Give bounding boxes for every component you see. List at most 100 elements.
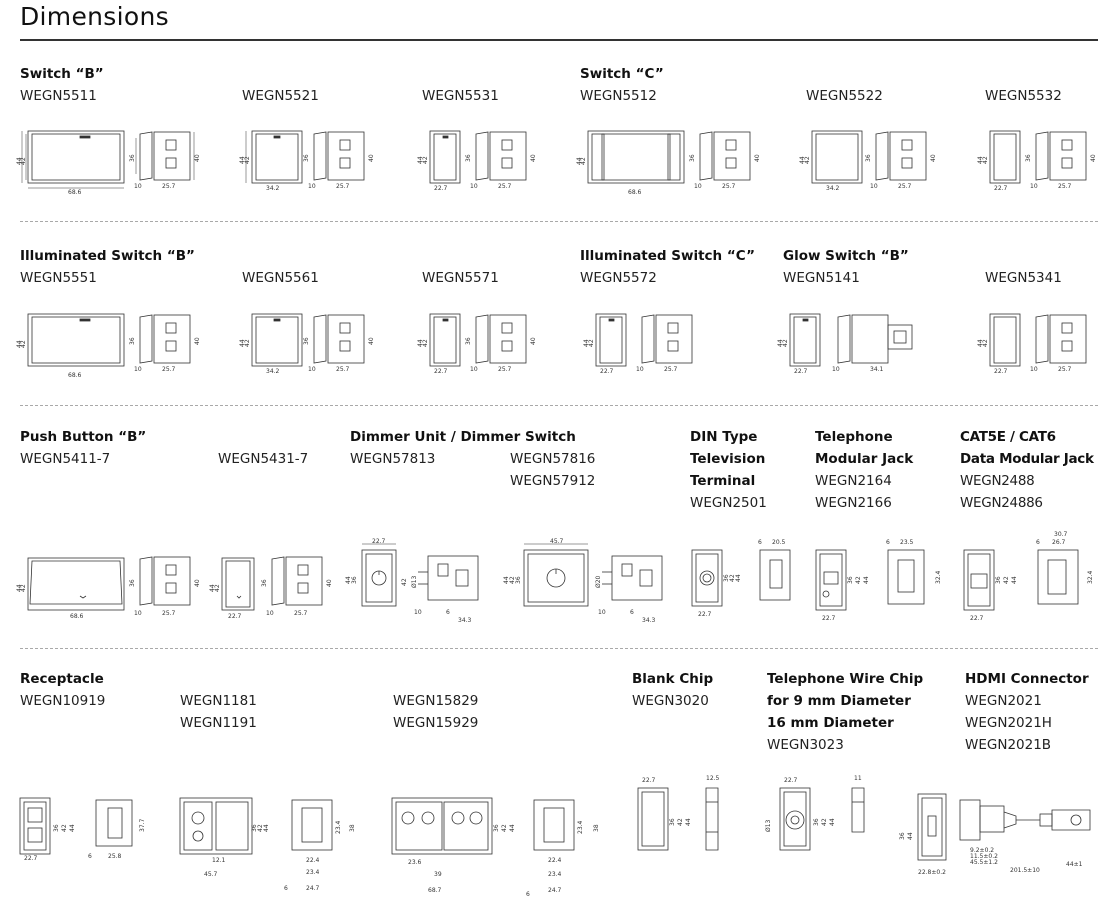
front-view-drawing: 45.7 44 42 36 [502,538,598,614]
product-label-cat: CAT5E / CAT6 Data Modular Jack WEGN2488 … [960,426,1094,514]
dim-label: 44 [977,156,984,164]
product-code: WEGN5572 [580,270,657,286]
dim-label: 23.4 [306,869,320,876]
product-heading: Switch “B” [20,66,104,82]
dim-label: 10 [266,610,274,617]
dim-label: 36 [813,818,820,826]
dim-label: 10 [414,609,422,616]
dim-label: 42 [61,824,68,832]
dim-label: 25.7 [898,183,912,190]
front-view-drawing: 22.7 Ø13 36 42 44 [760,772,840,858]
dim-label: 42 [677,818,684,826]
dim-label: 42 [982,156,989,164]
product-label: WEGN5531 [422,85,499,107]
dim-label: 36 [689,154,696,162]
dim-label: 40 [368,154,375,162]
product-label: WEGN15829 WEGN15929 [393,690,478,734]
dim-label: 44 [829,818,836,826]
dim-label: 68.6 [68,189,82,196]
product-heading: Switch “C” [580,66,664,82]
product-label: WEGN5561 [242,267,319,289]
product-code: WEGN2501 [690,495,767,511]
product-label-illuminated-switch-b: Illuminated Switch “B” WEGN5551 [20,245,195,289]
product-code: WEGN10919 [20,693,106,709]
dim-label: 45.5±1.2 [970,859,998,866]
product-label-dimmer: Dimmer Unit / Dimmer Switch WEGN57813 [350,426,576,470]
side-view-drawing: 6 20.5 [752,536,802,608]
side-view-drawing: 36 40 10 25.7 [261,553,333,617]
dim-label: 32.4 [1087,570,1094,584]
dim-label: 44 [69,824,76,832]
product-code: WEGN1181 [180,693,257,709]
front-view-drawing: 36 44 22.8±0.2 [896,786,952,880]
dim-label: 44 [863,576,870,584]
product-label: WEGN1181 WEGN1191 [180,690,257,734]
product-code: WEGN2021 [965,693,1042,709]
product-code: WEGN24886 [960,495,1043,511]
dim-label: 42 [20,340,27,348]
product-label-switch-c: Switch “C” WEGN5512 [580,63,664,107]
product-label: WEGN5522 [806,85,883,107]
product-code: WEGN57813 [350,451,436,467]
dim-label: 34.2 [826,185,840,192]
product-label-hdmi: HDMI Connector WEGN2021 WEGN2021H WEGN20… [965,668,1089,756]
product-heading: Data Modular Jack [960,451,1094,467]
side-view-drawing: 36 40 10 25.7 [689,128,761,190]
dim-label: 20.5 [772,539,786,546]
dim-label: 25.7 [336,183,350,190]
front-view-drawing: 36 42 44 22.7 [958,544,1024,624]
dim-label: 44 [239,156,246,164]
product-label-din: DIN Type Television Terminal WEGN2501 [690,426,767,514]
dim-label: 42 [982,339,989,347]
dim-label: 36 [865,154,872,162]
product-code: WEGN3023 [767,737,844,753]
product-label-receptacle: Receptacle WEGN10919 [20,668,105,712]
dim-label: 38 [349,824,356,832]
dim-label: 42 [1003,576,1010,584]
dim-label: 25.7 [162,183,176,190]
product-label-push-button-b: Push Button “B” WEGN5411-7 [20,426,146,470]
dim-label: 36 [351,576,358,584]
front-view-drawing: 36 42 44 22.7 [810,544,874,624]
dim-label: 22.7 [994,185,1008,192]
dim-label: 25.7 [336,366,350,373]
front-view-drawing: 36 42 44 12.1 45.7 [176,792,276,882]
product-code: WEGN5411-7 [20,451,111,467]
dim-label: 36 [129,579,136,587]
product-heading: Television [690,451,766,467]
dim-label: 37.7 [139,818,146,832]
product-heading: 16 mm Diameter [767,715,894,731]
dim-label: 45.7 [550,538,564,545]
dim-label: 201.5±10 [1010,867,1040,874]
product-heading: Telephone [815,429,893,445]
product-heading: Terminal [690,473,756,489]
dim-label: 42 [821,818,828,826]
front-view-drawing: 44 42 22.7 [977,309,1030,375]
side-view-drawing: 10 25.7 [1026,311,1096,373]
dim-label: 42 [244,339,251,347]
dim-label: 44 [799,156,806,164]
dim-label: 22.7 [994,368,1008,375]
side-view-drawing: 36 40 10 25.7 [303,311,375,373]
dim-label: 25.7 [162,610,176,617]
front-view-drawing: 44 42 34.2 [239,309,306,375]
dim-label: 25.7 [294,610,308,617]
dim-label: 42 [855,576,862,584]
product-heading: for 9 mm Diameter [767,693,911,709]
dim-label: 44 [16,157,23,165]
dim-label: 25.7 [498,183,512,190]
dim-label: 23.4 [335,820,342,834]
front-view-drawing: 36 42 44 23.6 39 68.7 [388,792,518,894]
dim-label: 36 [303,337,310,345]
dim-label: 22.7 [642,777,656,784]
product-heading: CAT5E / CAT6 [960,429,1056,445]
product-code: WEGN5511 [20,88,97,104]
front-view-drawing: 44 42 68.6 [16,125,128,196]
dim-label: 24.7 [548,887,562,894]
dim-label: 42 [20,584,27,592]
dim-label: 22.7 [434,185,448,192]
dim-label: 10 [134,366,142,373]
dim-label: 44 [907,832,914,840]
front-view-drawing: 44 42 22.7 [977,126,1030,192]
dim-label: 24.7 [306,885,320,892]
